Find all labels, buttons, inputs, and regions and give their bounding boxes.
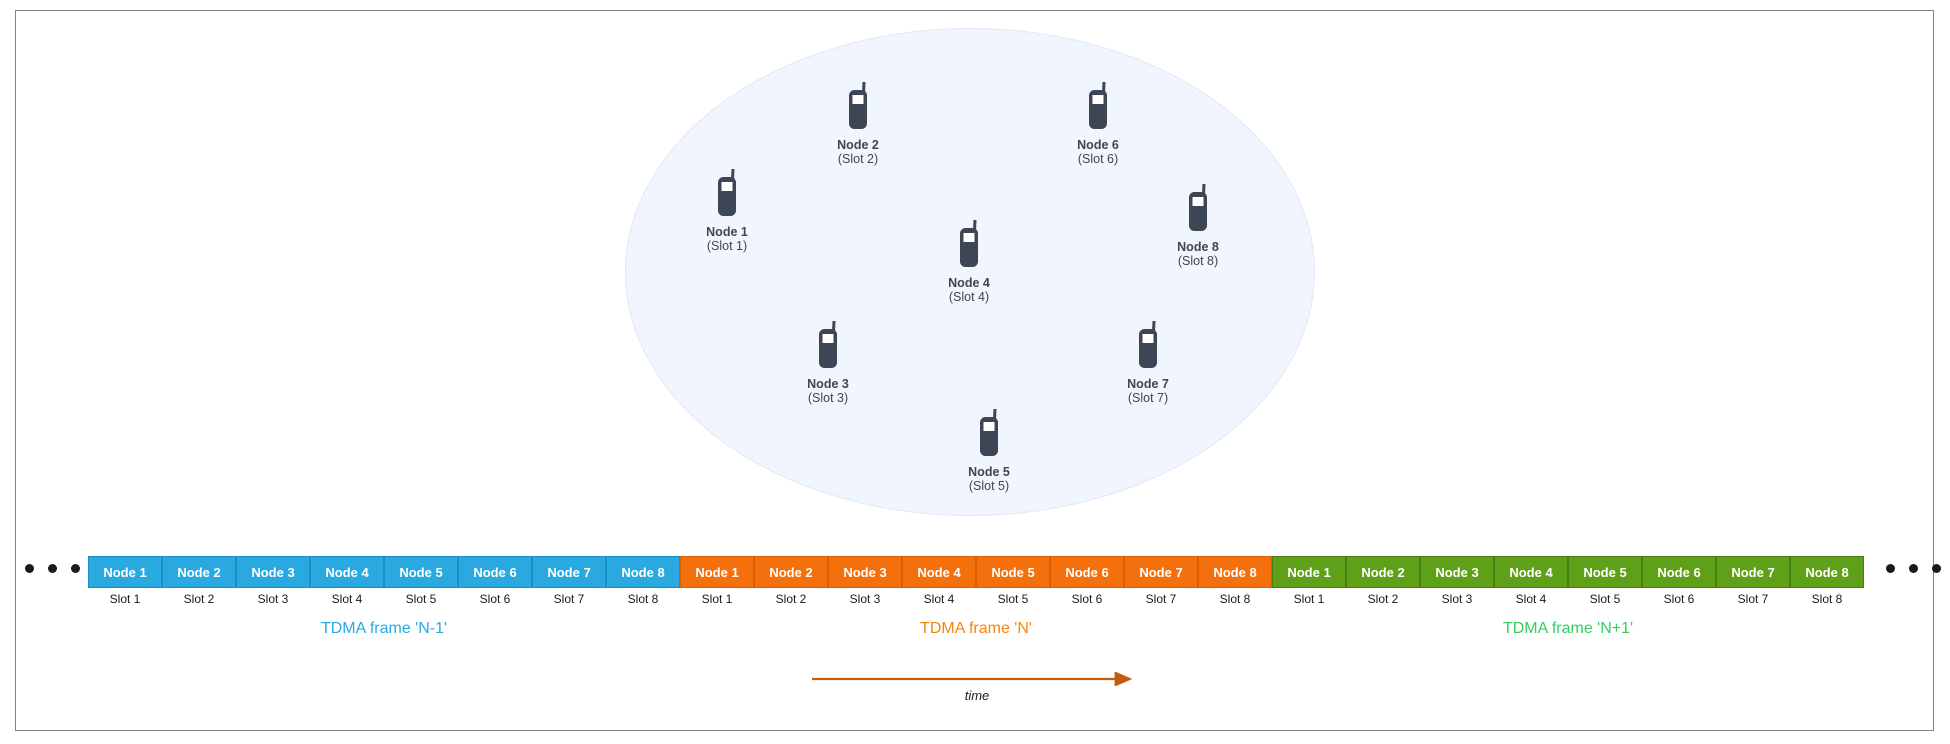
timeline-slot-cell[interactable]: Node 5 [384, 556, 458, 588]
timeline-slot-label: Slot 4 [1515, 592, 1547, 606]
timeline-slot-label: Slot 5 [405, 592, 437, 606]
timeline-slot-cell[interactable]: Node 3 [1420, 556, 1494, 588]
mobile-phone-icon [976, 408, 1002, 462]
timeline-slot-label: Slot 6 [1663, 592, 1695, 606]
timeline-slot-cell[interactable]: Node 4 [1494, 556, 1568, 588]
node-marker-2[interactable]: Node 2(Slot 2) [788, 81, 928, 166]
timeline-slot-label: Slot 7 [1145, 592, 1177, 606]
node-marker-4[interactable]: Node 4(Slot 4) [899, 219, 1039, 304]
timeline-slot-label: Slot 8 [1219, 592, 1251, 606]
mobile-phone-icon [956, 219, 982, 273]
mobile-phone-icon [718, 169, 736, 216]
time-arrow-icon [812, 672, 1133, 686]
mobile-phone-icon [849, 82, 867, 129]
timeline-slot-cell[interactable]: Node 1 [88, 556, 162, 588]
timeline-slot-label: Slot 1 [1293, 592, 1325, 606]
mobile-phone-icon [960, 220, 978, 267]
timeline-slot-cell[interactable]: Node 4 [310, 556, 384, 588]
timeline-slot-cell[interactable]: Node 5 [1568, 556, 1642, 588]
timeline-slot-cell[interactable]: Node 8 [1198, 556, 1272, 588]
network-coverage-ellipse [625, 28, 1315, 516]
mobile-phone-icon [980, 409, 998, 456]
mobile-phone-icon [1185, 183, 1211, 237]
node-name-label: Node 2 [837, 138, 879, 152]
timeline-slot-cell[interactable]: Node 7 [532, 556, 606, 588]
node-slot-label: (Slot 3) [807, 391, 849, 405]
mobile-phone-icon [1085, 81, 1111, 135]
time-axis-label: time [964, 688, 990, 703]
timeline-slot-cell[interactable]: Node 8 [1790, 556, 1864, 588]
timeline-slot-cell[interactable]: Node 4 [902, 556, 976, 588]
node-name-label: Node 6 [1077, 138, 1119, 152]
node-slot-label: (Slot 6) [1077, 152, 1119, 166]
timeline-slot-label: Slot 6 [1071, 592, 1103, 606]
tdma-frame-label: TDMA frame 'N-1' [320, 620, 448, 637]
timeline-slot-cell[interactable]: Node 7 [1716, 556, 1790, 588]
timeline-slot-label: Slot 8 [1811, 592, 1843, 606]
timeline-slot-cell[interactable]: Node 8 [606, 556, 680, 588]
timeline-slot-cell[interactable]: Node 3 [828, 556, 902, 588]
node-slot-label: (Slot 5) [968, 479, 1010, 493]
node-name-label: Node 7 [1127, 377, 1169, 391]
node-slot-label: (Slot 4) [948, 290, 990, 304]
timeline-slot-cell[interactable]: Node 2 [754, 556, 828, 588]
mobile-phone-icon [815, 320, 841, 374]
timeline-slot-label: Slot 1 [701, 592, 733, 606]
timeline-slot-cell[interactable]: Node 1 [1272, 556, 1346, 588]
timeline-leading-ellipsis [25, 564, 80, 573]
timeline-slot-label: Slot 4 [331, 592, 363, 606]
mobile-phone-icon [1135, 320, 1161, 374]
timeline-slot-cell[interactable]: Node 5 [976, 556, 1050, 588]
timeline-slot-label: Slot 8 [627, 592, 659, 606]
timeline-slot-cell[interactable]: Node 7 [1124, 556, 1198, 588]
timeline-slot-cell[interactable]: Node 2 [1346, 556, 1420, 588]
mobile-phone-icon [819, 321, 837, 368]
timeline-slot-cell[interactable]: Node 6 [458, 556, 532, 588]
timeline-slot-label: Slot 4 [923, 592, 955, 606]
timeline-trailing-ellipsis [1886, 564, 1941, 573]
node-slot-label: (Slot 7) [1127, 391, 1169, 405]
mobile-phone-icon [845, 81, 871, 135]
node-slot-label: (Slot 8) [1177, 254, 1219, 268]
timeline-slot-label: Slot 5 [1589, 592, 1621, 606]
timeline-slot-cell[interactable]: Node 2 [162, 556, 236, 588]
mobile-phone-icon [1139, 321, 1157, 368]
timeline-slot-label: Slot 5 [997, 592, 1029, 606]
node-name-label: Node 4 [948, 276, 990, 290]
timeline-slot-cell[interactable]: Node 3 [236, 556, 310, 588]
timeline-slot-label: Slot 7 [553, 592, 585, 606]
timeline-slot-label: Slot 2 [1367, 592, 1399, 606]
timeline-slot-label: Slot 6 [479, 592, 511, 606]
timeline-slot-cell[interactable]: Node 6 [1050, 556, 1124, 588]
node-name-label: Node 1 [706, 225, 748, 239]
timeline-slot-label: Slot 3 [849, 592, 881, 606]
mobile-phone-icon [1089, 82, 1107, 129]
node-name-label: Node 5 [968, 465, 1010, 479]
mobile-phone-icon [1189, 184, 1207, 231]
node-slot-label: (Slot 1) [706, 239, 748, 253]
timeline-slot-label: Slot 3 [1441, 592, 1473, 606]
timeline-slot-label: Slot 7 [1737, 592, 1769, 606]
mobile-phone-icon [714, 168, 740, 222]
tdma-frame-label: TDMA frame 'N' [920, 620, 1032, 637]
tdma-frame-label: TDMA frame 'N+1' [1502, 620, 1634, 637]
node-name-label: Node 8 [1177, 240, 1219, 254]
node-name-label: Node 3 [807, 377, 849, 391]
timeline-slot-label: Slot 2 [775, 592, 807, 606]
timeline-slot-label: Slot 1 [109, 592, 141, 606]
node-marker-6[interactable]: Node 6(Slot 6) [1028, 81, 1168, 166]
node-marker-7[interactable]: Node 7(Slot 7) [1078, 320, 1218, 405]
timeline-slot-cell[interactable]: Node 6 [1642, 556, 1716, 588]
node-marker-8[interactable]: Node 8(Slot 8) [1128, 183, 1268, 268]
timeline-slot-label: Slot 3 [257, 592, 289, 606]
node-slot-label: (Slot 2) [837, 152, 879, 166]
node-marker-1[interactable]: Node 1(Slot 1) [657, 168, 797, 253]
node-marker-3[interactable]: Node 3(Slot 3) [758, 320, 898, 405]
timeline-slot-label: Slot 2 [183, 592, 215, 606]
timeline-slot-cell[interactable]: Node 1 [680, 556, 754, 588]
node-marker-5[interactable]: Node 5(Slot 5) [919, 408, 1059, 493]
